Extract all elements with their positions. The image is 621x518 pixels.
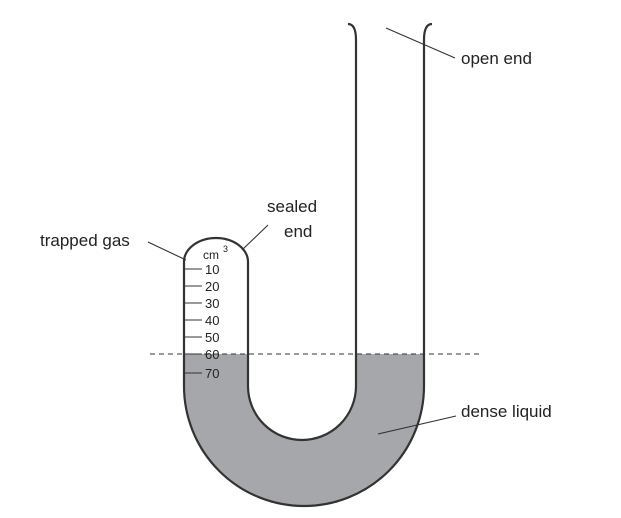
tube-inner-wall	[246, 22, 358, 442]
scale-label: 40	[205, 313, 219, 328]
volume-scale-ticks	[184, 268, 202, 374]
sealed-end-cap	[182, 236, 250, 263]
scale-unit-exponent: 3	[223, 244, 228, 254]
dense-liquid-region	[184, 354, 424, 506]
scale-label: 60	[205, 347, 219, 362]
sealed-end-label-line1: sealed	[267, 197, 317, 216]
scale-label: 10	[205, 262, 219, 277]
trapped-gas-leader	[147, 241, 187, 261]
scale-label: 20	[205, 279, 219, 294]
open-end-label: open end	[461, 49, 532, 68]
scale-label: 70	[205, 366, 219, 381]
sealed-end-label-line2: end	[284, 222, 312, 241]
scale-label: 50	[205, 330, 219, 345]
trapped-gas-label: trapped gas	[40, 231, 130, 250]
open-end-leader	[385, 27, 456, 59]
scale-unit-base: cm	[203, 248, 219, 262]
dense-liquid-label: dense liquid	[461, 402, 552, 421]
scale-label: 30	[205, 296, 219, 311]
volume-scale-labels: 10 20 30 40 50 60 70	[205, 262, 219, 381]
sealed-end-leader	[241, 224, 269, 251]
tube-outer-wall	[182, 22, 433, 508]
scale-unit: cm	[203, 248, 219, 262]
dense-liquid-leader	[377, 415, 457, 435]
